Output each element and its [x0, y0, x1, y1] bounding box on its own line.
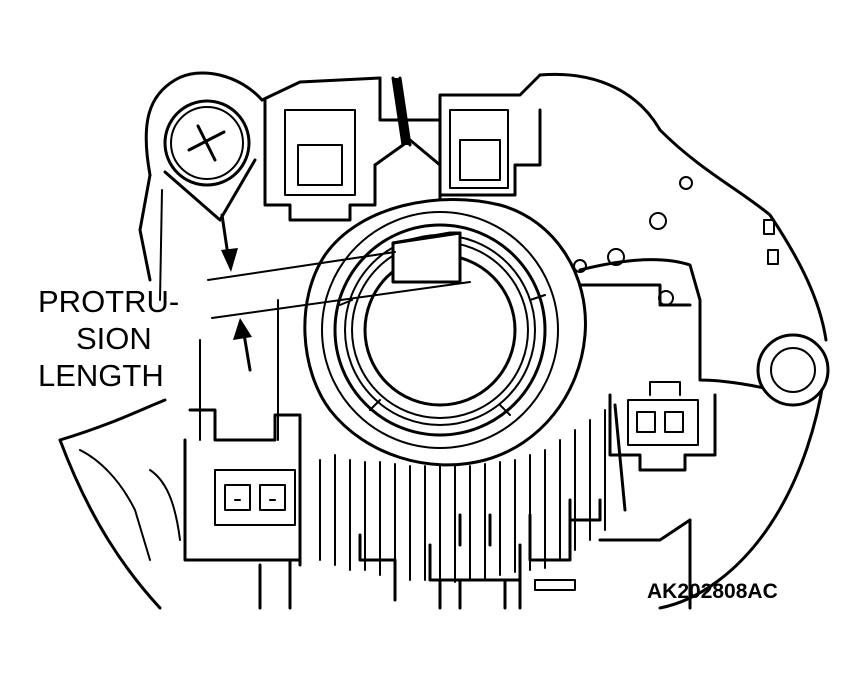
arrow-up-icon — [233, 318, 252, 372]
dimension-lines — [207, 251, 471, 319]
right-connector — [608, 381, 717, 472]
fan-edge — [79, 449, 181, 561]
screw-head — [163, 99, 257, 222]
figure-reference-code: AK202808AC — [647, 580, 778, 603]
callout-line-2: SION — [76, 321, 152, 356]
lower-terminals — [258, 498, 692, 610]
callout-line-1: PROTRU- — [38, 284, 179, 319]
housing-outline — [58, 71, 828, 610]
wire-cable — [391, 76, 412, 147]
upper-connector — [263, 73, 542, 222]
protrusion-tab — [391, 231, 462, 284]
arrow-down-icon — [220, 213, 238, 272]
right-mounting-plate — [573, 176, 830, 407]
callout-line-3: LENGTH — [38, 358, 164, 393]
lower-left-connector — [183, 299, 302, 562]
